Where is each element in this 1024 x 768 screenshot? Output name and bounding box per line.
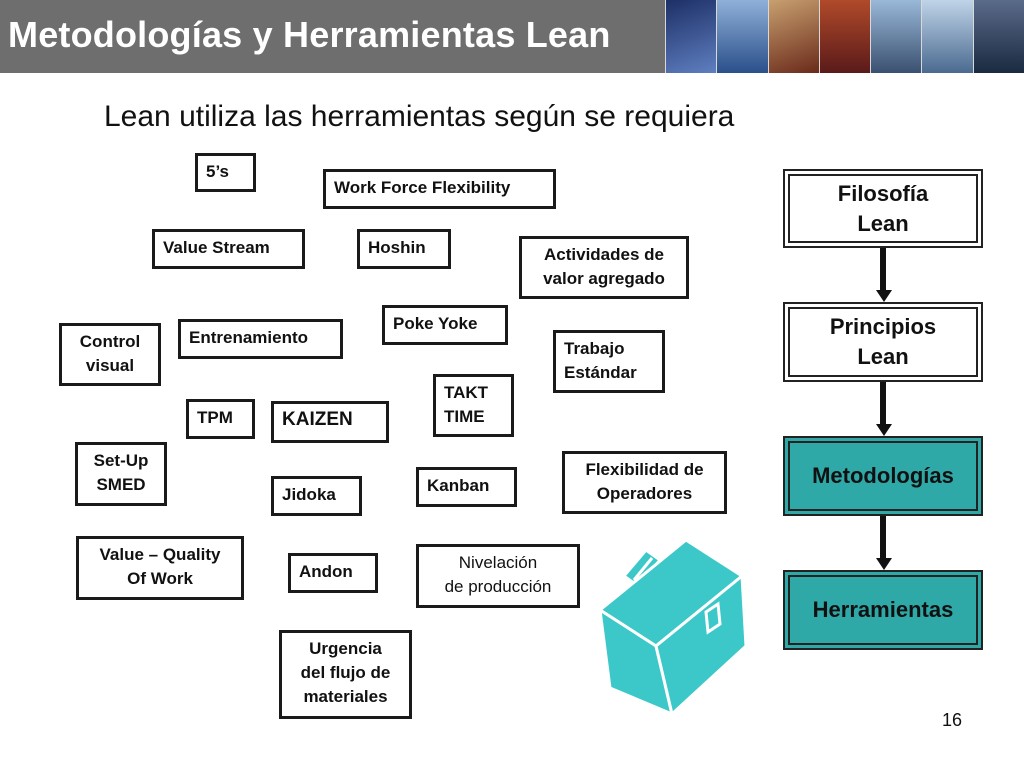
- tool-box-value-stream: Value Stream: [152, 229, 305, 269]
- tool-box-trabajo-estandar: Trabajo Estándar: [553, 330, 665, 393]
- header-photo: [818, 0, 871, 73]
- slide-subtitle: Lean utiliza las herramientas según se r…: [104, 100, 735, 133]
- tool-box-kaizen: KAIZEN: [271, 401, 389, 443]
- tool-box-poke-yoke: Poke Yoke: [382, 305, 508, 345]
- tool-label: Urgencia del flujo de materiales: [300, 639, 391, 706]
- hierarchy-inner-border: [788, 174, 978, 243]
- arrow-connector: [880, 382, 886, 424]
- header-photo: [921, 0, 973, 73]
- arrowhead: [876, 558, 892, 570]
- tool-box-value-quality: Value – Quality Of Work: [76, 536, 244, 600]
- tool-label: Flexibilidad de Operadores: [585, 460, 704, 503]
- tool-label: Poke Yoke: [393, 314, 478, 333]
- header-photo: [767, 0, 819, 73]
- tool-box-tpm: TPM: [186, 399, 255, 439]
- arrow-connector: [880, 516, 886, 558]
- tool-box-setup-smed: Set-Up SMED: [75, 442, 167, 506]
- tool-label: Set-Up SMED: [93, 451, 149, 494]
- arrowhead: [876, 290, 892, 302]
- hierarchy-label: Herramientas: [812, 597, 954, 622]
- tool-box-actividades: Actividades de valor agregado: [519, 236, 689, 299]
- hierarchy-label: Filosofía Lean: [837, 180, 929, 236]
- tool-box-nivelacion: Nivelación de producción: [416, 544, 580, 608]
- title-bar: Metodologías y Herramientas Lean: [0, 0, 1024, 73]
- header-photo: [665, 0, 717, 73]
- tool-label: 5’s: [206, 162, 230, 181]
- header-photo: [972, 0, 1024, 73]
- tool-label: Andon: [299, 562, 353, 581]
- toolbox-icon: [597, 538, 748, 717]
- hierarchy-metodologias: Metodologías: [783, 436, 983, 516]
- arrowhead: [876, 424, 892, 436]
- tool-label: TAKT TIME: [444, 383, 489, 426]
- tool-label: Nivelación de producción: [444, 553, 552, 596]
- tool-label: Entrenamiento: [189, 328, 309, 347]
- tool-label: Jidoka: [282, 485, 336, 504]
- tool-box-hoshin: Hoshin: [357, 229, 451, 269]
- tool-box-kanban: Kanban: [416, 467, 517, 507]
- tool-label: Kanban: [427, 476, 490, 495]
- header-photo: [870, 0, 922, 73]
- tool-box-entrenamiento: Entrenamiento: [178, 319, 343, 359]
- page-number: 16: [942, 710, 963, 730]
- tool-box-control-visual: Control visual: [59, 323, 161, 386]
- tool-label: Work Force Flexibility: [334, 178, 511, 197]
- hierarchy-inner-border: [788, 575, 978, 645]
- tool-box-5s: 5’s: [195, 153, 256, 192]
- tool-label: Trabajo Estándar: [564, 339, 637, 382]
- tool-box-andon: Andon: [288, 553, 378, 593]
- header-photo: [716, 0, 768, 73]
- tool-label: Hoshin: [368, 238, 426, 257]
- slide-title: Metodologías y Herramientas Lean: [8, 14, 611, 55]
- hierarchy-inner-border: [788, 441, 978, 511]
- hierarchy-label: Metodologías: [812, 463, 954, 488]
- arrow-connector: [880, 248, 886, 290]
- tool-box-urgencia: Urgencia del flujo de materiales: [279, 630, 412, 719]
- tool-box-flexibilidad: Flexibilidad de Operadores: [562, 451, 727, 514]
- hierarchy-herramientas: Herramientas: [783, 570, 983, 650]
- hierarchy-filosofia-lean: Filosofía Lean: [783, 169, 983, 248]
- header-photo-strip: [665, 0, 1024, 73]
- tool-box-work-force-flexibility: Work Force Flexibility: [323, 169, 556, 209]
- hierarchy-principios-lean: Principios Lean: [783, 302, 983, 382]
- tool-box-takt-time: TAKT TIME: [433, 374, 514, 437]
- tool-label: Control visual: [79, 332, 141, 375]
- tool-box-jidoka: Jidoka: [271, 476, 362, 516]
- tool-label: Actividades de valor agregado: [543, 245, 665, 288]
- tool-label: Value – Quality Of Work: [99, 545, 221, 588]
- tool-label: KAIZEN: [282, 409, 353, 430]
- tool-label: TPM: [197, 408, 233, 427]
- hierarchy-label: Principios Lean: [829, 314, 937, 369]
- hierarchy-inner-border: [788, 307, 978, 377]
- tool-label: Value Stream: [163, 238, 270, 257]
